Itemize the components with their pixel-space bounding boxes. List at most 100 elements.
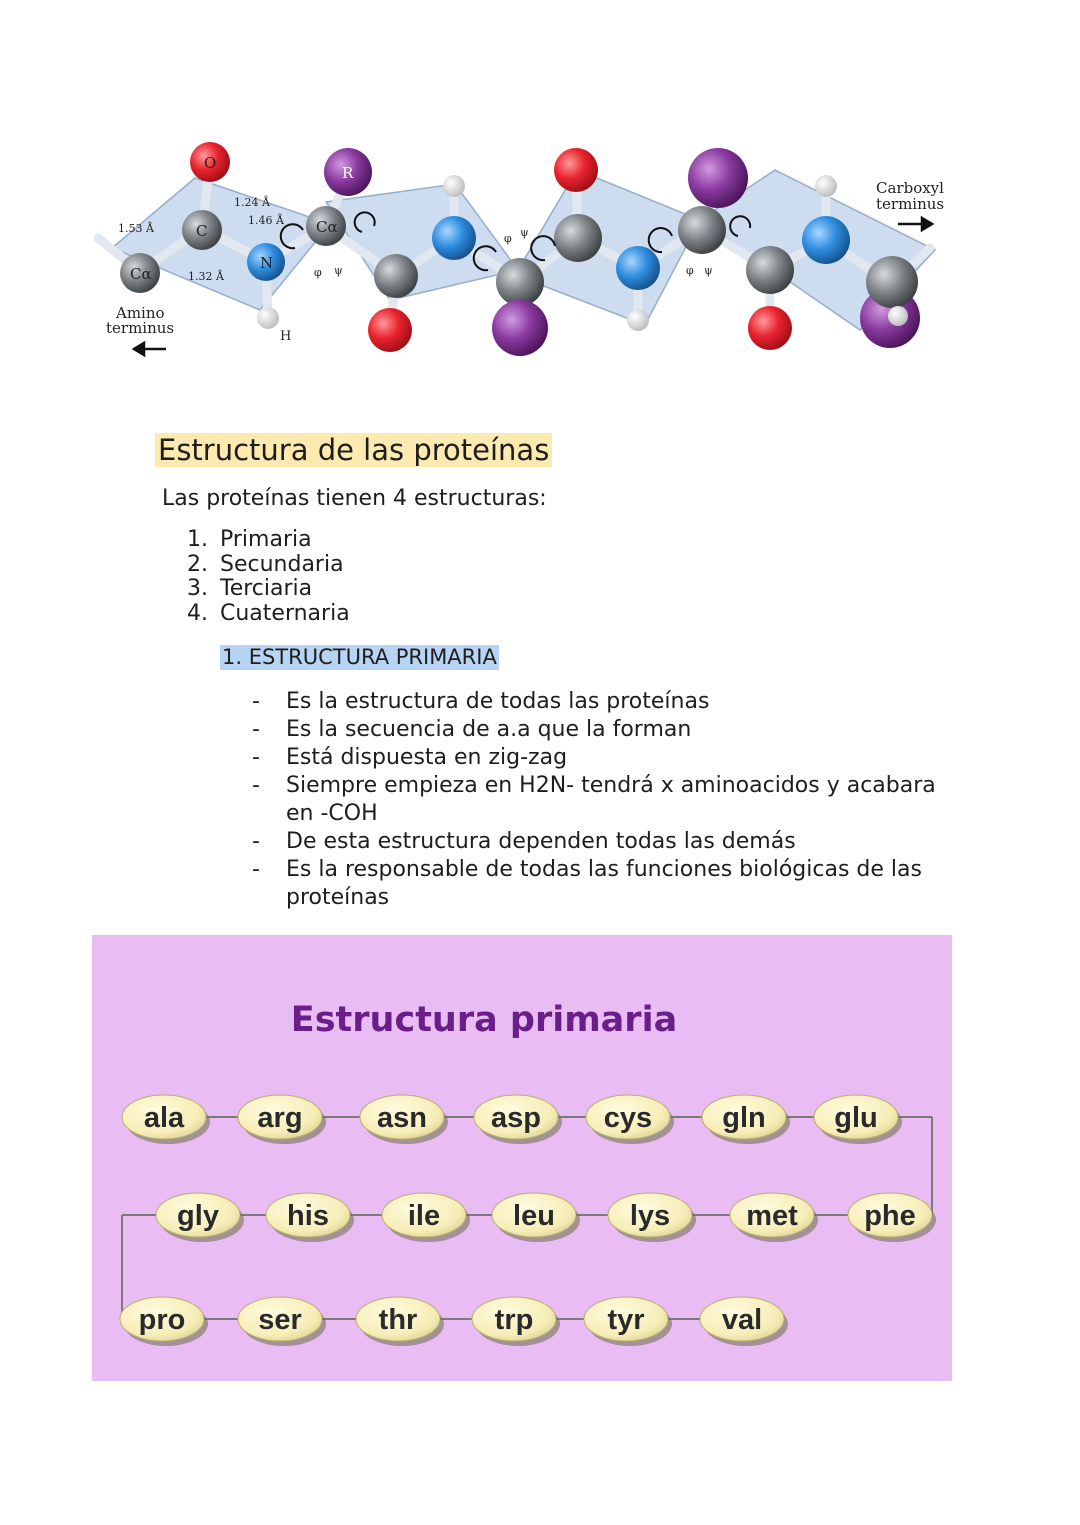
amino-acid-label: tyr	[607, 1304, 644, 1336]
bond-length-label: 1.32 Å	[188, 269, 225, 283]
amino-acid-label: trp	[495, 1304, 534, 1336]
rotation-arrows	[279, 211, 752, 272]
amino-acid-label: phe	[864, 1200, 916, 1232]
alpha-carbon-label-2: Cα	[316, 218, 338, 236]
amino-acid-label: lys	[630, 1200, 670, 1232]
list-item: Es la responsable de todas las funciones…	[252, 856, 952, 912]
nitrogen-atom	[616, 246, 660, 290]
amino-acid-glu: glu	[813, 1094, 902, 1144]
amino-acid-gly: gly	[155, 1192, 244, 1242]
amino-acid-label: asp	[491, 1102, 541, 1134]
carbon-atom	[746, 246, 794, 294]
carbon-atom	[374, 254, 418, 298]
amino-acid-tyr: tyr	[583, 1296, 672, 1346]
oxygen-atom	[748, 306, 792, 350]
list-item: Es la secuencia de a.a que la forman	[252, 716, 952, 744]
amino-acid-label: asn	[377, 1102, 427, 1134]
carbon-label: C	[196, 222, 207, 240]
amino-acid-label: glu	[834, 1102, 878, 1134]
primary-structure-points: Es la estructura de todas las proteínas …	[252, 688, 952, 912]
alpha-carbon-atom	[866, 256, 918, 308]
list-item: 3.Terciaria	[187, 576, 313, 601]
oxygen-label: O	[204, 154, 216, 172]
amino-acid-ala: ala	[121, 1094, 210, 1144]
amino-acid-thr: thr	[355, 1296, 444, 1346]
hydrogen-atom	[257, 307, 279, 329]
phi-label: φ	[686, 264, 694, 277]
r-group-atom	[688, 148, 748, 208]
phi-label: φ	[314, 266, 322, 279]
hydrogen-atom	[627, 309, 649, 331]
amino-acid-label: ser	[258, 1304, 302, 1336]
peptide-backbone-diagram: O C Cα N H Cα R 1.53 Å 1.24 Å 1.46 Å 1.3…	[93, 142, 944, 358]
amino-terminus-label: Amino	[115, 304, 165, 322]
amino-acid-leu: leu	[491, 1192, 580, 1242]
amino-acid-pro: pro	[119, 1296, 208, 1346]
structure-list: 1.Primaria 2.Secundaria 3.Terciaria 4.Cu…	[187, 527, 350, 626]
terminus-arrows	[131, 215, 935, 358]
carbon-atom	[182, 210, 222, 250]
amino-acid-trp: trp	[471, 1296, 560, 1346]
alpha-carbon-label: Cα	[130, 265, 152, 283]
hydrogen-atom	[815, 175, 837, 197]
alpha-carbon-atom	[120, 253, 160, 293]
amino-acid-pills: ala arg asn asp cys gln glu gly his ile leu lys met p…	[119, 1094, 936, 1346]
page-heading: Estructura de las proteínas	[155, 433, 553, 467]
nitrogen-atom	[802, 216, 850, 264]
amino-acid-label: met	[746, 1200, 798, 1232]
amino-acid-phe: phe	[847, 1192, 936, 1242]
hydrogen-label: H	[280, 329, 291, 344]
amino-acid-label: pro	[139, 1304, 186, 1336]
alpha-carbon-atom	[496, 258, 544, 306]
amino-acid-ile: ile	[381, 1192, 470, 1242]
alpha-carbon-atom	[306, 206, 346, 246]
amino-acid-label: val	[722, 1304, 762, 1336]
list-item: 2.Secundaria	[187, 551, 344, 577]
amino-acid-label: gly	[177, 1200, 219, 1232]
primary-structure-heading: 1. ESTRUCTURA PRIMARIA	[220, 645, 499, 670]
r-group-atom	[324, 148, 372, 196]
amino-acid-label: gln	[722, 1102, 766, 1134]
hydrogen-atom	[443, 175, 465, 197]
amino-acid-asn: asn	[359, 1094, 448, 1144]
psi-label: ψ	[704, 264, 713, 277]
psi-label: ψ	[334, 264, 343, 277]
list-item: 4.Cuaternaria	[187, 600, 350, 626]
panel-title: Estructura primaria	[291, 1000, 677, 1040]
list-item: De esta estructura dependen todas las de…	[252, 828, 952, 856]
amino-acid-chain: Estructura primaria ala arg asn asp cys gln gl…	[119, 1000, 936, 1346]
amino-acid-label: thr	[379, 1304, 418, 1336]
amino-acid-asp: asp	[473, 1094, 562, 1144]
amino-acid-met: met	[729, 1192, 818, 1242]
amino-acid-gln: gln	[701, 1094, 790, 1144]
list-item: Es la estructura de todas las proteínas	[252, 688, 952, 716]
amino-acid-label: leu	[513, 1200, 555, 1232]
amino-acid-arg: arg	[237, 1094, 326, 1144]
oxygen-atom	[190, 142, 230, 182]
oxygen-atom	[368, 308, 412, 352]
carboxyl-terminus-label: Carboxyl	[876, 179, 944, 197]
amino-acid-val: val	[699, 1296, 788, 1346]
amino-acid-ser: ser	[237, 1296, 326, 1346]
amino-acid-label: ile	[408, 1200, 440, 1232]
hydrogen-atom	[888, 306, 908, 326]
bond-length-label: 1.24 Å	[234, 195, 271, 209]
amino-acid-lys: lys	[607, 1192, 696, 1242]
amino-acid-label: cys	[604, 1102, 652, 1134]
bond-length-label: 1.53 Å	[118, 221, 155, 235]
atoms	[120, 142, 920, 356]
r-group-atom	[492, 300, 548, 356]
amino-acid-label: his	[287, 1200, 329, 1232]
oxygen-atom	[554, 148, 598, 192]
list-item: Siempre empieza en H2N- tendrá x aminoac…	[252, 772, 952, 828]
amino-acid-label: arg	[257, 1102, 302, 1134]
list-item: 1.Primaria	[187, 527, 312, 552]
carboxyl-terminus-label: terminus	[876, 195, 944, 213]
nitrogen-atom	[247, 243, 285, 281]
carbon-atom	[554, 214, 602, 262]
bond-length-label: 1.46 Å	[248, 213, 285, 227]
amino-acid-his: his	[265, 1192, 354, 1242]
alpha-carbon-atom	[678, 206, 726, 254]
list-item: Está dispuesta en zig-zag	[252, 744, 952, 772]
r-group-label: R	[342, 164, 354, 182]
